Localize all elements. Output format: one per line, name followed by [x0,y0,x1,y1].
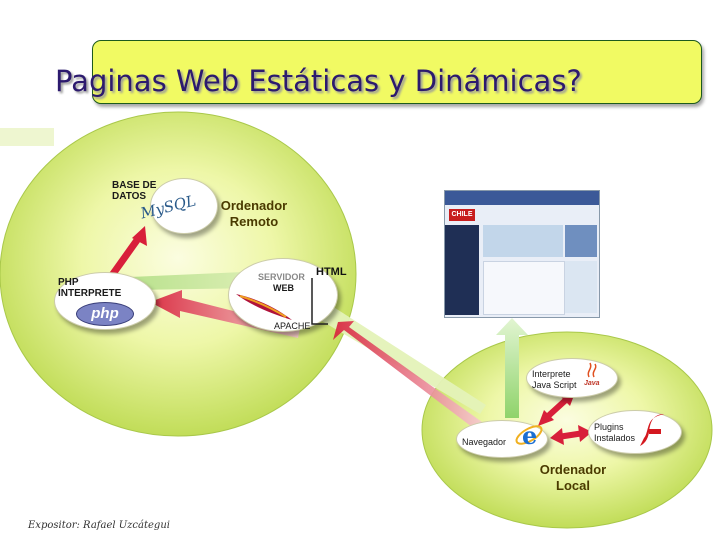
apache-label: APACHE [274,321,311,331]
presenter-credit: Expositor: Rafael Uzcátegui [28,520,170,531]
local-label-line1: Ordenador [539,462,607,477]
local-computer-ellipse [421,331,713,529]
side-patch [0,128,54,146]
arrow-browser-to-server [333,321,482,430]
web-server-oval [228,258,338,332]
apache-feather-icon [236,294,292,320]
webpage-side-image [565,225,597,257]
webpage-content [483,261,565,315]
webpage-logo: CHILE [449,209,475,221]
server-label-line1: SERVIDOR [258,272,305,282]
webpage-header-bar [445,191,599,205]
svg-text:e: e [522,421,537,450]
html-label: HTML [316,266,347,278]
java-steam-icon [587,362,597,378]
php-label-line2: INTERPRETE [58,288,122,299]
browser-label: Navegador [462,437,507,447]
remote-label-line2: Remoto [229,214,279,229]
plugins-oval [588,410,682,454]
local-label-line2: Local [556,478,590,493]
arrow-browser-to-webpage [496,318,528,418]
remote-label-line1: Ordenador [220,198,288,213]
remote-computer-ellipse [0,111,357,437]
server-label-line2: WEB [273,283,294,293]
title-banner [92,40,702,104]
database-label-line2: DATOS [112,191,147,202]
database-oval [150,178,218,234]
remote-computer-label: Ordenador Remoto [212,198,296,230]
webpage-sidebar [445,225,479,315]
database-label-line1: BASE DE [112,180,157,191]
webpage-banner [483,225,563,257]
java-cup-icon: Java [584,380,600,387]
webpage-right-column [565,261,597,313]
page-title: Paginas Web Estáticas y Dinámicas? [55,64,582,98]
arrow-server-to-browser [320,306,486,414]
plugins-label-line2: Instalados [594,433,636,443]
flash-icon [640,414,664,446]
js-label-line2: Java Script [532,380,577,390]
js-label-line1: Interprete [532,369,571,379]
plugins-label-line1: Plugins [594,422,624,432]
php-label-line1: PHP [58,277,79,288]
php-logo-icon: php [76,302,134,326]
js-oval [526,358,618,398]
html-doc-icon [311,278,328,325]
arrow-browser-plugins [550,425,592,445]
webpage-screenshot: CHILE [444,190,600,318]
internet-explorer-icon: e [515,421,543,450]
local-computer-label: Ordenador Local [528,462,618,494]
